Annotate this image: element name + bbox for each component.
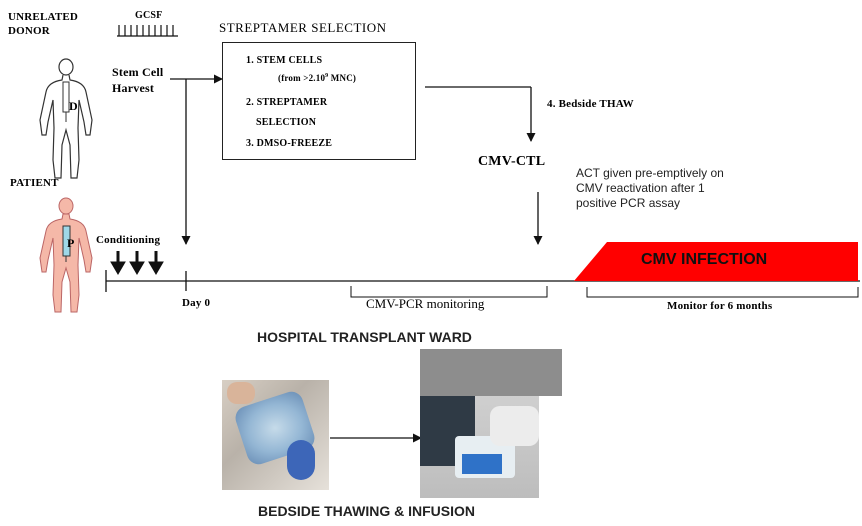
monitor-bracket <box>586 287 859 298</box>
selection-title: STREPTAMER SELECTION <box>219 20 387 35</box>
pcr-label: CMV-PCR monitoring <box>366 296 485 311</box>
ward-label: HOSPITAL TRANSPLANT WARD <box>257 329 472 345</box>
step-2: 2. STREPTAMER <box>246 97 328 108</box>
donor-figure <box>39 58 93 179</box>
step-1: 1. STEM CELLS <box>246 55 323 66</box>
conditioning-arrows <box>110 251 164 275</box>
harvest-label: Stem Cell Harvest <box>112 65 164 95</box>
gcsf-label: GCSF <box>135 10 163 21</box>
patient-letter: P <box>67 236 75 250</box>
step-1-sub: (from >2.109 MNC) <box>278 73 357 83</box>
bedside-label: BEDSIDE THAWING & INFUSION <box>258 503 476 519</box>
blurred-photo <box>420 349 562 396</box>
selection-box: 1. STEM CELLS (from >2.109 MNC) 2. STREP… <box>222 42 416 160</box>
day0-label: Day 0 <box>182 297 211 309</box>
act-note: ACT given pre-emptively on CMV reactivat… <box>576 166 724 210</box>
conditioning-label: Conditioning <box>96 234 161 246</box>
gcsf-arrows <box>117 25 178 37</box>
patient-figure <box>39 197 93 313</box>
donor-letter: D <box>69 99 78 113</box>
infusion-photo <box>420 396 539 498</box>
donor-label: UNRELATED DONOR <box>8 11 79 37</box>
thawing-photo <box>222 380 329 490</box>
cmv-infection-banner <box>574 242 858 281</box>
monitor-label: Monitor for 6 months <box>667 300 773 312</box>
thaw-label: 4. Bedside THAW <box>547 98 634 110</box>
pcr-bracket <box>350 286 548 298</box>
cmv-ctl-label: CMV-CTL <box>478 154 546 169</box>
cmv-infection-label: CMV INFECTION <box>641 251 768 268</box>
step-3: 3. DMSO-FREEZE <box>246 138 333 149</box>
patient-label: PATIENT <box>10 177 59 189</box>
step-2-cont: SELECTION <box>256 117 317 128</box>
